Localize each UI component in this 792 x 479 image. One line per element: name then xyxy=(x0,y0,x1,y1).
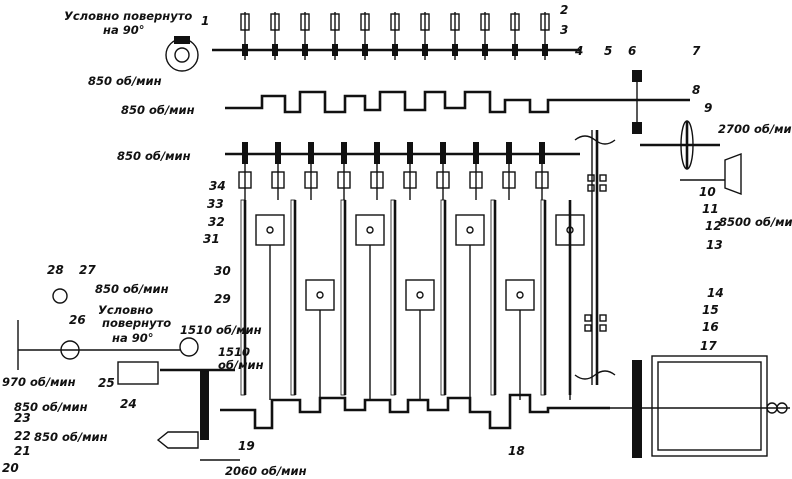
callout-3: 3 xyxy=(560,23,568,37)
speed-850-left-1: 850 об/мин xyxy=(121,103,195,117)
callout-20: 20 xyxy=(2,461,19,475)
note-rotated-left-2: повернуто xyxy=(102,316,171,330)
callout-5: 5 xyxy=(604,44,612,58)
callout-2: 2 xyxy=(560,3,568,17)
supercharger-drive xyxy=(578,70,742,196)
callout-14: 14 xyxy=(707,286,724,300)
cylinder-block xyxy=(240,199,585,400)
callout-30: 30 xyxy=(214,264,231,278)
callout-17: 17 xyxy=(700,339,717,353)
speed-labels: Условно повернуто на 90° 850 об/мин 850 … xyxy=(2,9,792,478)
callout-4: 4 xyxy=(574,44,583,58)
callout-28: 28 xyxy=(47,263,64,277)
note-rotated-left-1: Условно xyxy=(98,303,153,317)
callout-31: 31 xyxy=(203,232,220,246)
middle-shaft xyxy=(225,142,580,200)
speed-850-top: 850 об/мин xyxy=(88,74,162,88)
callout-27: 27 xyxy=(79,263,96,277)
speed-850-25: 850 об/мин xyxy=(14,400,88,414)
callout-29: 29 xyxy=(214,292,231,306)
callout-25: 25 xyxy=(98,376,115,390)
speed-1510-a: 1510 об/мин xyxy=(180,323,262,337)
callout-24: 24 xyxy=(120,397,137,411)
callout-22: 22 xyxy=(14,429,31,443)
speed-2700: 2700 об/мин xyxy=(718,122,792,136)
callout-15: 15 xyxy=(702,303,719,317)
callout-33: 33 xyxy=(207,197,224,211)
speed-850-21: 850 об/мин xyxy=(34,430,108,444)
note-rotated-left-3: на 90° xyxy=(112,331,153,345)
callout-1: 1 xyxy=(201,14,209,28)
speed-1510-b-1: 1510 xyxy=(218,345,250,359)
upper-crankshaft xyxy=(225,90,578,114)
callout-32: 32 xyxy=(208,215,225,229)
top-camshaft xyxy=(165,12,580,72)
callout-13: 13 xyxy=(706,238,723,252)
auxiliary-drives xyxy=(17,288,240,461)
callout-16: 16 xyxy=(702,320,719,334)
speed-2060: 2060 об/мин xyxy=(225,464,307,478)
vertical-transmission xyxy=(574,130,616,385)
generator-17 xyxy=(651,355,768,457)
callout-26: 26 xyxy=(69,313,86,327)
callout-8: 8 xyxy=(692,83,700,97)
note-rotated-top-2: на 90° xyxy=(103,23,144,37)
note-rotated-top-1: Условно повернуто xyxy=(64,9,192,23)
lower-crankshaft xyxy=(220,393,790,430)
callout-19: 19 xyxy=(238,439,255,453)
callout-34: 34 xyxy=(209,179,226,193)
speed-8500: 8500 об/мин xyxy=(719,215,792,229)
callout-21: 21 xyxy=(14,444,31,458)
speed-850-right-27: 850 об/мин xyxy=(95,282,169,296)
generator-unit xyxy=(632,355,788,458)
speed-1510-b-2: об/мин xyxy=(218,358,264,372)
callout-9: 9 xyxy=(704,101,712,115)
callout-7: 7 xyxy=(692,44,701,58)
callout-10: 10 xyxy=(699,185,716,199)
callout-23: 23 xyxy=(14,411,31,425)
speed-970: 970 об/мин xyxy=(2,375,76,389)
callout-18: 18 xyxy=(508,444,525,458)
callout-12: 12 xyxy=(705,219,722,233)
callout-11: 11 xyxy=(702,202,719,216)
impeller-10 xyxy=(724,152,742,196)
speed-850-left-2: 850 об/мин xyxy=(117,149,191,163)
callout-6: 6 xyxy=(628,44,636,58)
